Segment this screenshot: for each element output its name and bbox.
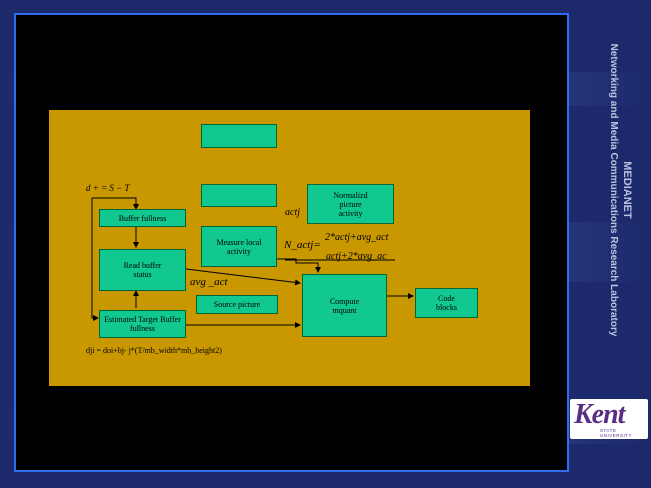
lab-title: MEDIANET Networking and Media Communicat…: [607, 44, 633, 337]
kent-logo: Kent STATE UNIVERSITY: [570, 399, 648, 439]
kent-subtitle: STATE UNIVERSITY: [600, 428, 633, 438]
d-equation-label: d + = S − T: [86, 183, 130, 193]
compute-mquant-box: Compute mquant: [302, 274, 387, 337]
empty-box-top: [201, 124, 277, 148]
n-act-numerator-label: 2*actj+avg_act: [325, 232, 389, 243]
arrow-read-to-mquant: [185, 268, 301, 286]
kent-wordmark: Kent: [574, 399, 625, 430]
read-buffer-status-box: Read buffer status: [99, 249, 186, 291]
org-name: MEDIANET: [621, 161, 633, 219]
actj-label: actj: [285, 207, 300, 218]
avg-act-label: avg _act: [190, 276, 228, 288]
arrow-measure-to-mquant: [277, 258, 321, 273]
diagram-panel: [49, 110, 530, 386]
estimated-target-box: Estimated Target Buffer fullness: [99, 310, 186, 338]
measure-local-activity-box: Measure local activity: [201, 226, 277, 267]
arrow-feedback: [91, 198, 99, 321]
source-picture-box: Source picture: [196, 295, 278, 314]
n-act-denominator-label: actj+2*avg_ac: [326, 251, 387, 262]
arrow-d-to-buffer: [92, 197, 139, 210]
empty-box-middle: [201, 184, 277, 207]
normalized-activity-box: Normalizd picture activity: [307, 184, 394, 224]
dji-equation-label: dji = doi+bj- j*(T/mb_width*mb_height2): [86, 346, 222, 355]
buffer-fullness-box: Buffer fullness: [99, 209, 186, 227]
code-blocks-box: Code blocks: [415, 288, 478, 318]
n-act-lhs-label: N_actj=: [284, 239, 321, 251]
lab-name: Networking and Media Communications Rese…: [608, 43, 619, 337]
